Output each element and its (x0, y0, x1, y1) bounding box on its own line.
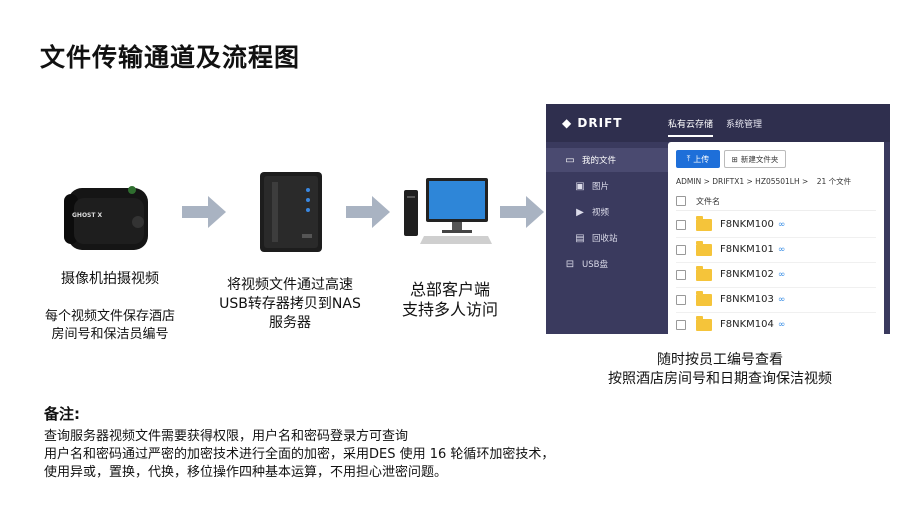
table-row[interactable]: F8NKM100 ∞ (676, 212, 876, 238)
client-caption-2: 支持多人访问 (401, 300, 498, 319)
share-icon[interactable]: ∞ (777, 269, 786, 280)
desktop-computer-icon (404, 178, 492, 244)
camera-caption: 摄像机拍摄视频 (61, 271, 159, 287)
folder-icon (696, 215, 712, 231)
upload-label: 上传 (693, 154, 710, 164)
share-icon[interactable]: ∞ (777, 244, 786, 255)
sidebar-item-label: 图片 (592, 182, 610, 192)
column-header-filename[interactable]: 文件名 (696, 196, 720, 206)
camera-badge: GHOST X (72, 212, 103, 219)
file-name[interactable]: F8NKM103 (720, 294, 774, 305)
client-caption-1: 总部客户端 (409, 280, 490, 299)
folder-icon: ▭ (565, 154, 575, 166)
row-checkbox[interactable] (676, 244, 686, 255)
table-row[interactable]: F8NKM104 ∞ (676, 312, 876, 334)
new-folder-label: 新建文件夹 (740, 154, 779, 164)
new-folder-button[interactable]: ⊞ 新建文件夹 (724, 150, 786, 168)
arrow-right-icon (182, 196, 226, 228)
sidebar-item-recycle-bin[interactable]: ▤ 回收站 (546, 226, 668, 250)
folder-icon (696, 315, 712, 331)
notes-line-1: 查询服务器视频文件需要获得权限，用户名和密码登录方可查询 (44, 429, 409, 444)
nas-web-app-screenshot: ◆ DRIFT 私有云存储 系统管理 ▭ 我的文件 ▣ 图片 ▶ 视频 ▤ 回收… (546, 104, 890, 334)
brand-logo: ◆ DRIFT (562, 116, 623, 130)
new-folder-icon: ⊞ (731, 154, 738, 164)
folder-icon (696, 265, 712, 281)
sidebar-item-my-files[interactable]: ▭ 我的文件 (546, 148, 668, 172)
file-name[interactable]: F8NKM100 (720, 219, 774, 230)
share-icon[interactable]: ∞ (777, 319, 786, 330)
table-row[interactable]: F8NKM102 ∞ (676, 262, 876, 288)
arrow-right-icon (500, 196, 544, 228)
table-header: 文件名 (676, 192, 876, 211)
file-panel: ⤒ 上传 ⊞ 新建文件夹 ADMIN > DRIFTX1 > HZ05501LH… (668, 142, 884, 334)
sidebar-item-images[interactable]: ▣ 图片 (546, 174, 668, 198)
breadcrumb-path[interactable]: ADMIN > DRIFTX1 > HZ05501LH > (676, 177, 809, 186)
trash-icon: ▤ (575, 232, 585, 244)
app-header: ◆ DRIFT 私有云存储 系统管理 (546, 104, 890, 142)
nas-caption-2: USB转存器拷贝到NAS (219, 296, 361, 312)
item-count: 21 个文件 (816, 177, 852, 186)
app-caption-2: 按照酒店房间号和日期查询保洁视频 (608, 371, 832, 387)
file-name[interactable]: F8NKM102 (720, 269, 774, 280)
tab-private-cloud[interactable]: 私有云存储 (668, 117, 714, 137)
sidebar-item-label: 回收站 (592, 234, 618, 244)
camera-icon (64, 186, 148, 250)
folder-icon (696, 240, 712, 256)
folder-icon (696, 290, 712, 306)
sidebar-item-videos[interactable]: ▶ 视频 (546, 200, 668, 224)
page-title: 文件传输通道及流程图 (40, 43, 301, 72)
table-row[interactable]: F8NKM103 ∞ (676, 287, 876, 313)
usb-drive-icon: ⊟ (565, 258, 575, 270)
app-caption-1: 随时按员工编号查看 (657, 352, 783, 368)
row-checkbox[interactable] (676, 294, 686, 305)
sidebar-item-label: USB盘 (582, 260, 608, 270)
file-name[interactable]: F8NKM101 (720, 244, 774, 255)
notes-line-3: 使用异或，置换，代换，移位操作四种基本运算，不用担心泄密问题。 (44, 465, 448, 480)
camera-subcaption-1: 每个视频文件保存酒店 (44, 309, 175, 324)
table-row[interactable]: F8NKM101 ∞ (676, 237, 876, 263)
sidebar-item-usb-drive[interactable]: ⊟ USB盘 (546, 252, 668, 276)
camera-subcaption-2: 房间号和保洁员编号 (51, 327, 169, 342)
upload-icon: ⤒ (686, 154, 691, 163)
upload-button[interactable]: ⤒ 上传 (676, 150, 720, 168)
notes-heading: 备注: (44, 405, 80, 423)
row-checkbox[interactable] (676, 319, 686, 330)
brand-text: DRIFT (577, 116, 623, 130)
share-icon[interactable]: ∞ (777, 294, 786, 305)
play-icon: ▶ (576, 206, 584, 218)
tab-system-admin[interactable]: 系统管理 (726, 120, 763, 130)
row-checkbox[interactable] (676, 219, 686, 230)
notes-line-2: 用户名和密码通过严密的加密技术进行全面的加密，采用DES 使用 16 轮循环加密… (44, 447, 555, 462)
select-all-checkbox[interactable] (676, 196, 686, 206)
nas-caption-1: 将视频文件通过高速 (227, 277, 353, 293)
share-icon[interactable]: ∞ (777, 219, 786, 230)
sidebar: ▭ 我的文件 ▣ 图片 ▶ 视频 ▤ 回收站 ⊟ USB盘 (546, 142, 668, 334)
arrow-right-icon (346, 196, 390, 228)
row-checkbox[interactable] (676, 269, 686, 280)
sidebar-item-label: 视频 (592, 208, 610, 218)
nas-server-icon (260, 172, 322, 252)
sidebar-item-label: 我的文件 (582, 156, 617, 166)
nas-caption-3: 服务器 (269, 315, 311, 331)
breadcrumb: ADMIN > DRIFTX1 > HZ05501LH > 21 个文件 (676, 176, 851, 187)
file-name[interactable]: F8NKM104 (720, 319, 774, 330)
image-icon: ▣ (575, 180, 585, 192)
